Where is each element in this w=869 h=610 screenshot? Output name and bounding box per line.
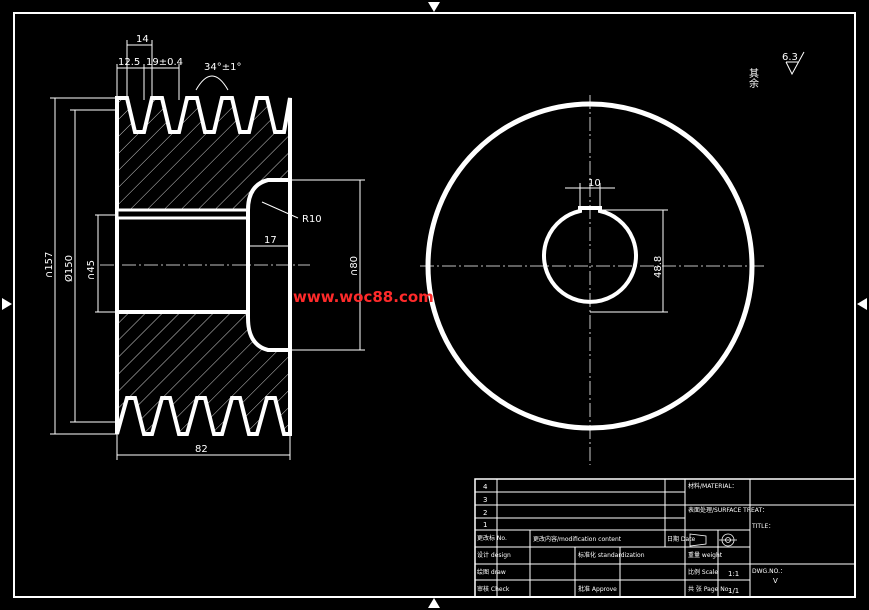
rev-no-label: 更改标 No.: [477, 534, 507, 542]
dwg-value: V: [773, 577, 778, 585]
center-mark-top: [428, 2, 440, 12]
dim-radius: R10: [302, 214, 322, 225]
weight-label: 重量 weight: [688, 551, 723, 559]
rev-number: 3: [483, 496, 487, 504]
dim-outer-diameter: ∩157: [44, 252, 55, 278]
title-label: TITLE：: [751, 523, 774, 530]
roughness-label: 其余: [747, 68, 759, 89]
material-label: 材料/MATERIAL：: [688, 482, 738, 490]
hub-recess: [246, 178, 292, 352]
bore-with-keyway: [542, 206, 638, 304]
design-label: 设计 design: [477, 551, 511, 559]
title-block-text: 4 3 2 1 更改标 No. 更改内容/modification conten…: [477, 482, 786, 595]
dim-hub-depth: 17: [264, 235, 277, 246]
title-block: [474, 478, 856, 598]
roughness-note: 其余 6.3: [747, 51, 805, 89]
center-mark-right: [857, 298, 867, 310]
dim-bore-diameter: ∩45: [86, 260, 97, 280]
center-mark-bottom: [428, 598, 440, 608]
drawing-border: [13, 12, 856, 598]
roughness-value: 6.3: [782, 52, 798, 63]
side-section-view: 14 12.5 19±0.4 34°±1° R10 17 82 ∩157 Ø15…: [44, 34, 365, 460]
dim-groove-tolerance: 19±0.4: [146, 57, 183, 68]
dim-angle: 34°±1°: [204, 62, 241, 73]
rev-content-label: 更改内容/modification content: [533, 535, 622, 543]
scale-label: 比例 Scale: [688, 568, 718, 576]
dwg-label: DWG.NO.：: [752, 568, 786, 575]
section-upper-hatch: [115, 96, 292, 217]
surface-label: 表面处理/SURFACE TREAT：: [688, 506, 768, 514]
center-mark-left: [2, 298, 12, 310]
projection-symbol-icon: [689, 533, 737, 547]
front-view: 10 48.8: [420, 95, 765, 465]
scale-value: 1:1: [728, 570, 739, 578]
section-lower-hatch: [115, 310, 292, 436]
date-label: 日期 Date: [667, 535, 696, 543]
approve-label: 批准 Approve: [578, 585, 617, 593]
page-label: 共 张 Page No.: [688, 585, 730, 593]
rev-number: 2: [483, 509, 487, 517]
watermark-text: www.woc88.com: [293, 288, 434, 306]
standardize-label: 标准化 standardization: [578, 551, 645, 559]
dim-hub-diameter: ∩80: [349, 256, 360, 276]
dim-groove-pitch: 12.5: [118, 57, 140, 68]
dim-keyway-depth: 48.8: [653, 256, 664, 278]
dim-keyway-width: 10: [588, 178, 601, 189]
rev-number: 1: [483, 521, 487, 529]
dim-width: 82: [195, 444, 208, 455]
check-label: 审核 Check: [477, 585, 510, 593]
dim-top-width: 14: [136, 34, 149, 45]
roughness-symbol-icon: [785, 51, 805, 76]
draw-label: 绘图 draw: [477, 568, 506, 576]
rev-number: 4: [483, 483, 488, 491]
page-value: 1/1: [728, 587, 739, 595]
dim-pitch-diameter: Ø150: [63, 255, 75, 282]
keyway-strip: [115, 208, 259, 220]
